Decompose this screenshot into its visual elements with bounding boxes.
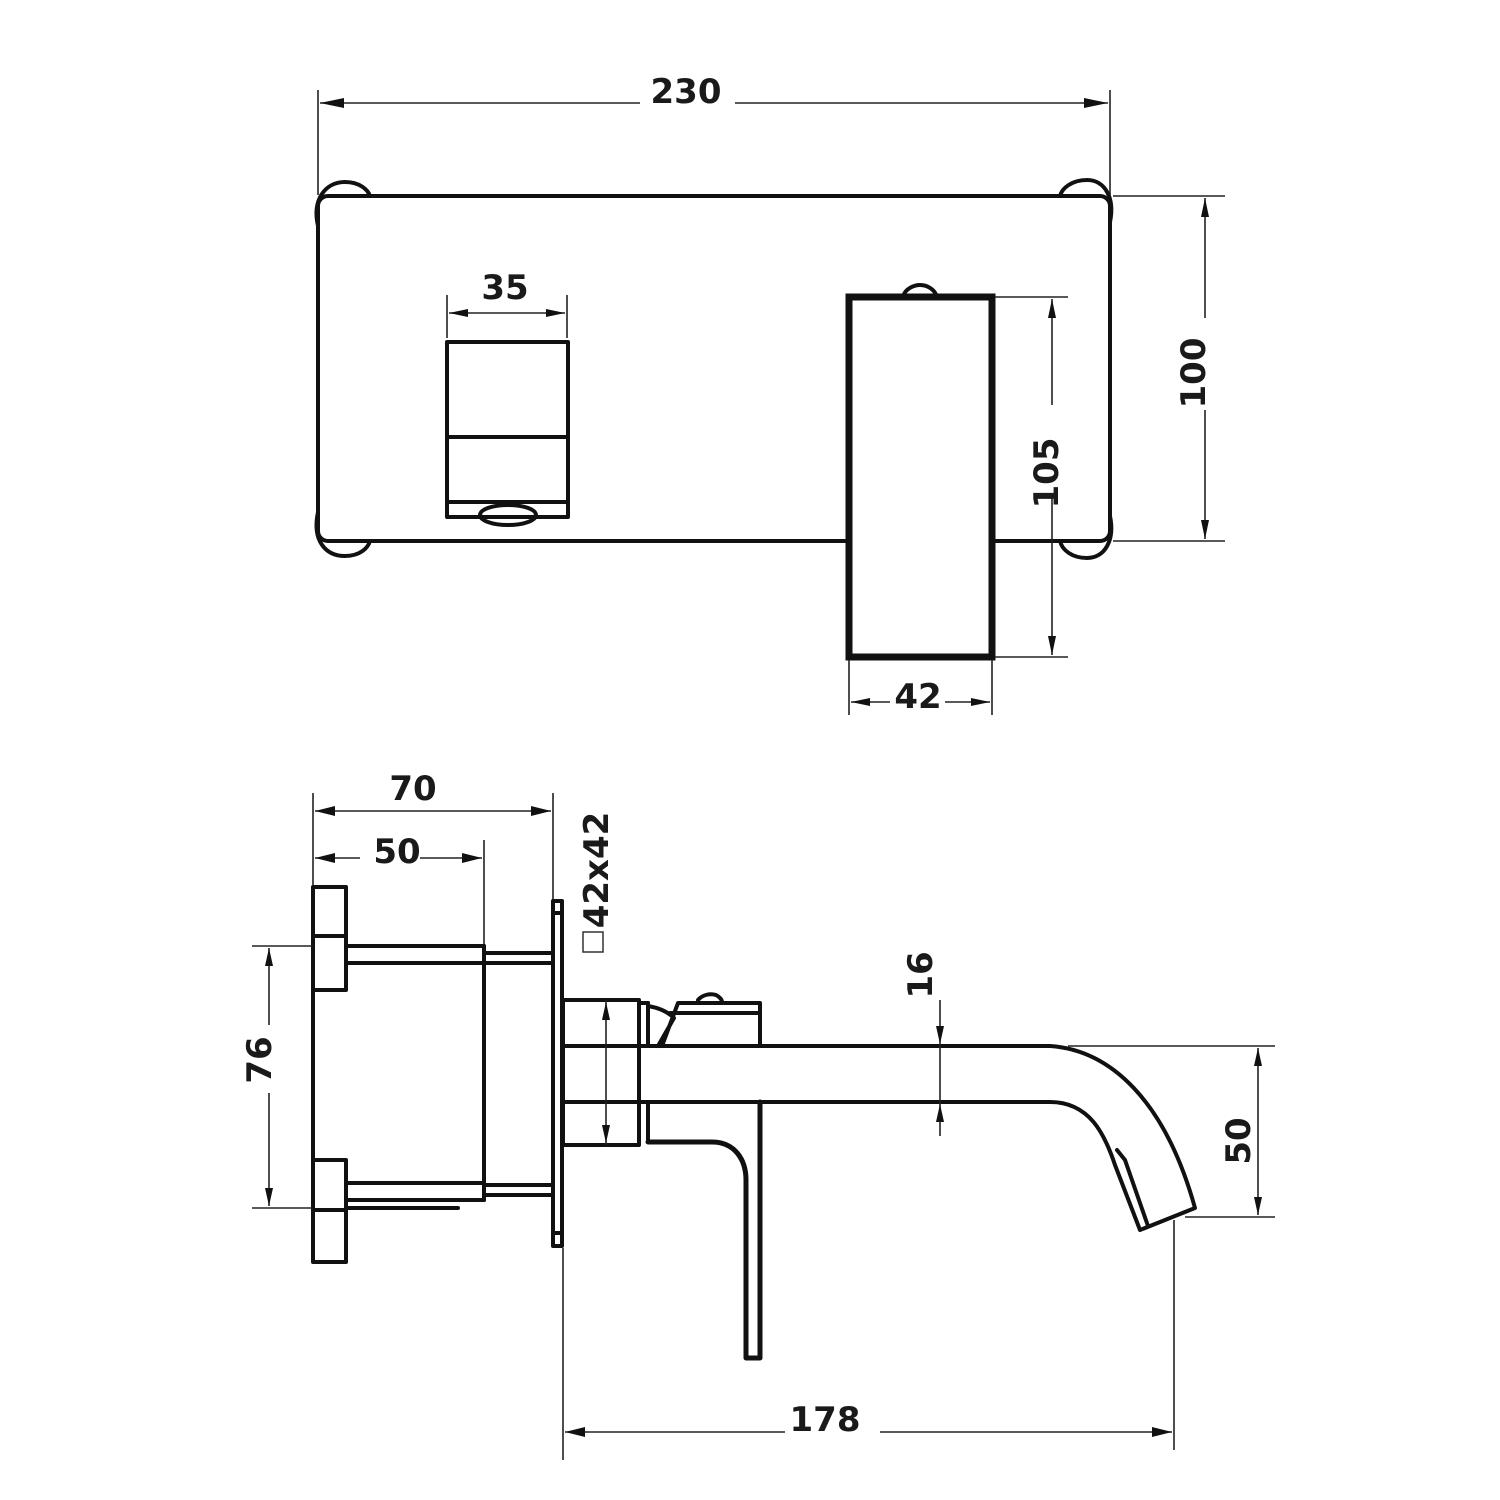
dimension-spout-width: 42 [848, 660, 993, 717]
dimension-label-42: 42 [894, 677, 941, 717]
wall-plate-side [551, 899, 564, 1460]
dimension-label-50-drop: 50 [1219, 1117, 1259, 1164]
dimension-plate-height: 100 [1113, 195, 1225, 542]
dimension-label-178: 178 [790, 1400, 861, 1440]
wall-plate [314, 178, 1114, 560]
dimension-label-50-depth: 50 [373, 832, 420, 872]
dimension-spout-height: 105 [995, 296, 1068, 658]
square-section-icon [582, 931, 604, 953]
dimension-spout-thickness: 16 [901, 951, 944, 1136]
mixer-body-side [561, 992, 1052, 1361]
dimension-label-16: 16 [901, 951, 941, 998]
dimension-body-height: 76 [240, 945, 313, 1209]
dimension-label-230: 230 [651, 72, 722, 112]
concealed-valve-body [311, 885, 555, 1264]
dimension-depth-total: 70 [312, 769, 554, 900]
dimension-label-100: 100 [1174, 338, 1214, 409]
front-view: 230 35 [314, 72, 1225, 717]
dimension-plate-width: 230 [317, 72, 1111, 195]
dimension-label-35: 35 [481, 268, 528, 308]
spout-front [845, 283, 996, 661]
lever-handle-front: 35 [445, 268, 570, 527]
dimension-label-105: 105 [1027, 438, 1067, 509]
dimension-label-70: 70 [389, 769, 436, 809]
spout-section-label: 42x42 [577, 812, 617, 953]
dimension-projection: 178 [565, 1400, 1172, 1440]
dimension-label-76: 76 [240, 1036, 280, 1083]
side-view: 70 50 [240, 769, 1275, 1460]
dimension-spout-drop: 50 [1068, 1045, 1275, 1450]
spout-side [1048, 1044, 1197, 1232]
dimension-depth: 50 [315, 832, 485, 945]
dimension-label-42x42: 42x42 [577, 812, 617, 929]
